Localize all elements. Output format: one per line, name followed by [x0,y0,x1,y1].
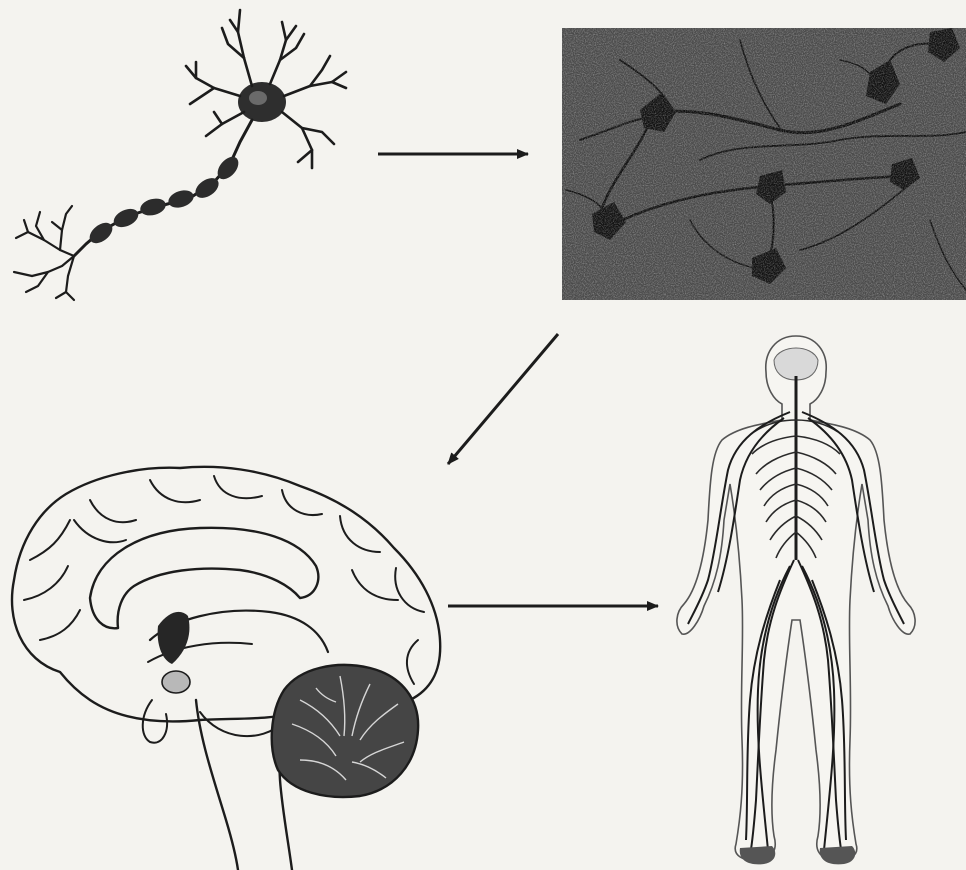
arrow-tissue-to-brain [448,334,558,464]
brain-sagittal-icon [12,467,440,870]
nervous-system-icon [677,336,915,864]
neuron-icon [14,10,346,300]
neural-tissue-icon [562,28,966,300]
